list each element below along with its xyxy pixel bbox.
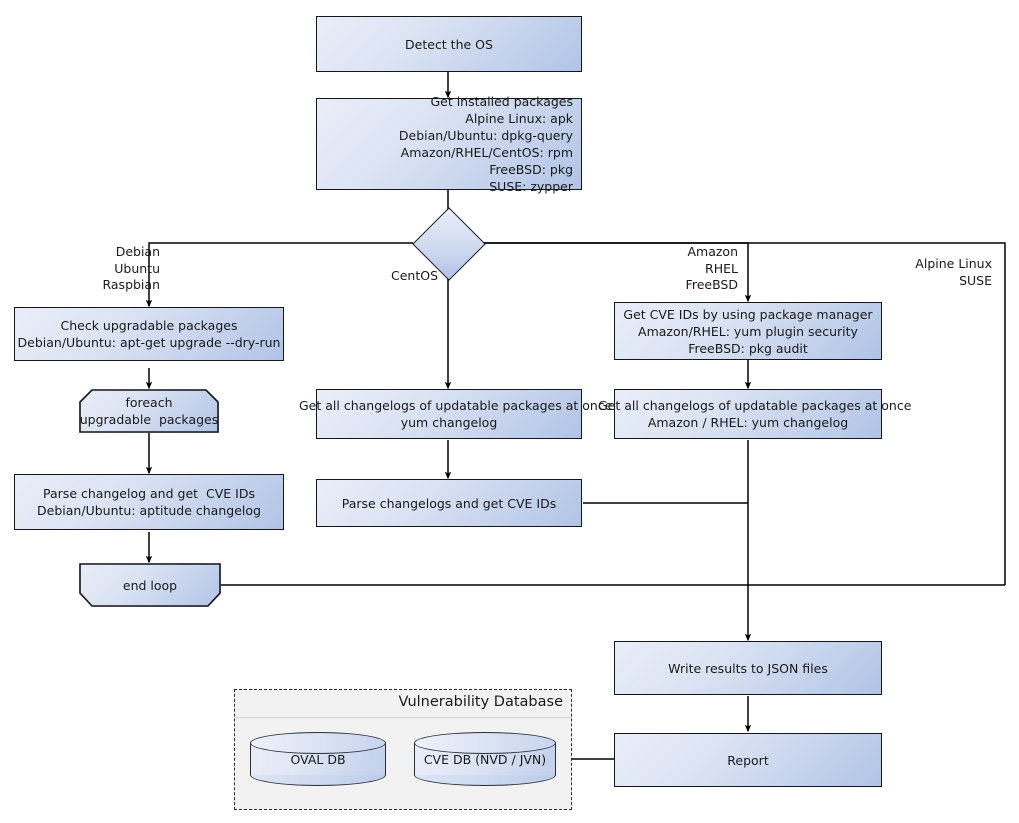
node-get-cve-ids-pkgmgr-label: Get CVE IDs by using package manager Ama… [623,306,873,356]
node-get-installed-packages[interactable]: Get installed packages Alpine Linux: apk… [316,94,582,194]
node-parse-changelog-debian[interactable]: Parse changelog and get CVE IDs Debian/U… [14,474,284,530]
oval-db-top [250,732,386,754]
node-get-cve-ids-pkgmgr[interactable]: Get CVE IDs by using package manager Ama… [614,302,882,360]
edge-label-centos: CentOS [390,268,438,283]
node-check-upgradable-label: Check upgradable packages Debian/Ubuntu:… [17,318,281,350]
edge-label-amazon: Amazon RHEL FreeBSD [685,244,738,292]
edge-label-alpine: Alpine Linux SUSE [915,256,992,288]
end-loop-shape [79,563,221,607]
node-changelogs-centos-label: Get all changelogs of updatable packages… [299,398,613,430]
node-write-results-label: Write results to JSON files [668,660,828,676]
node-changelogs-amazon-label: Get all changelogs of updatable packages… [598,398,912,430]
foreach-loop-shape [79,389,219,433]
node-end-loop[interactable]: end loop [79,563,221,607]
node-foreach-loop[interactable]: foreach upgradable packages [79,389,219,433]
group-title-vulnerability-database: Vulnerability Database [398,694,563,710]
node-cve-db[interactable]: CVE DB (NVD / JVN) [414,732,556,786]
node-get-installed-packages-label: Get installed packages Alpine Linux: apk… [398,94,573,194]
node-report[interactable]: Report [614,733,882,787]
node-write-results[interactable]: Write results to JSON files [614,641,882,695]
node-detect-os-label: Detect the OS [405,36,493,52]
node-parse-changelog-debian-label: Parse changelog and get CVE IDs Debian/U… [37,486,261,518]
node-end-loop-label: end loop [122,577,178,593]
foreach-loop-outline [79,389,219,433]
edge-label-debian: Debian Ubuntu Raspbian [102,244,160,292]
node-cve-db-label: CVE DB (NVD / JVN) [423,751,547,767]
node-oval-db[interactable]: OVAL DB [250,732,386,786]
node-parse-changelogs-centos-label: Parse changelogs and get CVE IDs [341,495,557,511]
node-foreach-loop-label: foreach upgradable packages [79,395,219,427]
node-parse-changelogs-centos[interactable]: Parse changelogs and get CVE IDs [316,479,582,527]
node-changelogs-amazon[interactable]: Get all changelogs of updatable packages… [598,389,911,439]
end-loop-outline [79,563,221,607]
node-detect-os[interactable]: Detect the OS [316,16,582,72]
cve-db-top [414,732,556,754]
edge-decision-debian [145,242,413,308]
node-changelogs-centos[interactable]: Get all changelogs of updatable packages… [299,389,612,439]
node-check-upgradable[interactable]: Check upgradable packages Debian/Ubuntu:… [14,307,284,361]
node-report-label: Report [727,752,769,768]
group-divider [235,717,571,718]
node-oval-db-label: OVAL DB [290,751,346,767]
